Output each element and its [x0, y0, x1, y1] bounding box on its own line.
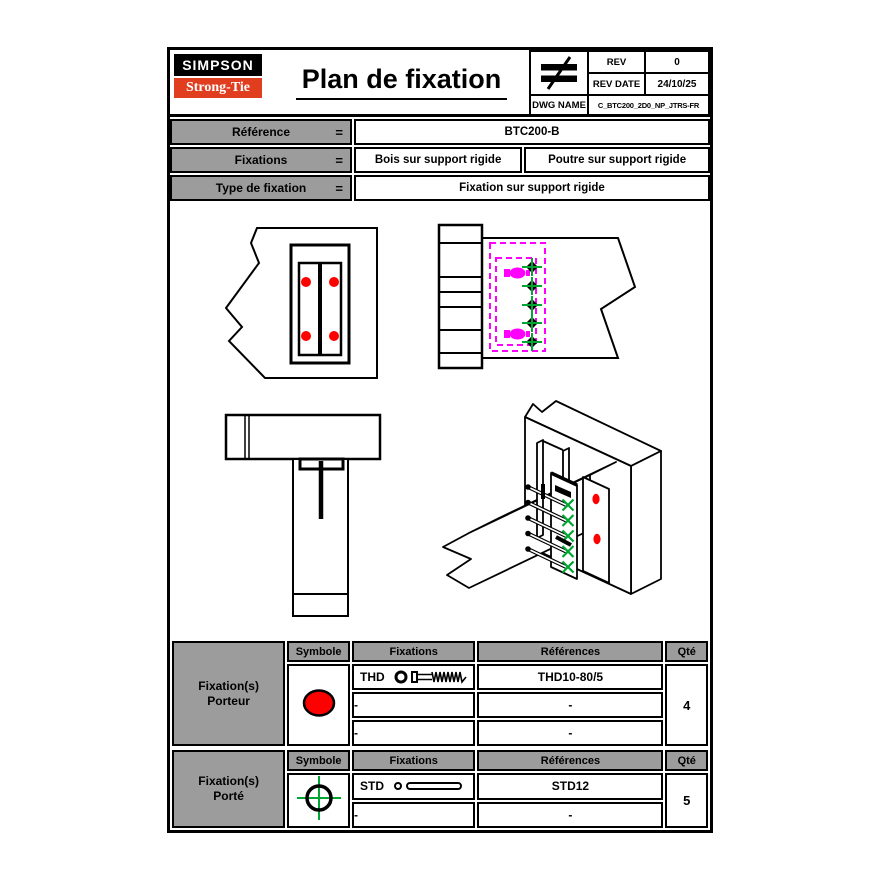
type-value: Fixation sur support rigide: [354, 175, 710, 201]
porteur-qty: 4: [665, 664, 708, 746]
rev-value: 0: [644, 50, 710, 74]
porteur-col-fixations: Fixations: [351, 641, 476, 662]
porteur-fixation-3: -: [351, 720, 476, 746]
fixations-value-left: Bois sur support rigide: [354, 147, 523, 173]
simpson-strongtie-logo: SIMPSON Strong-Tie: [170, 50, 274, 114]
porte-col-qte: Qté: [665, 750, 708, 771]
porte-reference-1: STD12: [477, 773, 664, 800]
porte-col-symbole: Symbole: [287, 750, 350, 771]
porteur-col-references: Références: [477, 641, 664, 662]
porte-group-label: Fixation(s) Porté: [172, 750, 286, 828]
fixations-label-cell: Fixations =: [170, 147, 352, 173]
porte-col-references: Références: [477, 750, 664, 771]
side-section-drawing: [437, 223, 637, 370]
porte-reference-2: -: [477, 801, 664, 828]
porte-symbol-icon: [287, 773, 350, 828]
dwg-name-value: C_BTC200_2D0_NP_JTRS-FR: [587, 94, 710, 117]
logo-strongtie: Strong-Tie: [174, 78, 262, 98]
info-row-fixations: Fixations = Bois sur support rigide Pout…: [170, 147, 710, 173]
dowels: [525, 484, 567, 569]
porteur-table: Fixation(s) Porteur Symbole Fixations Ré…: [170, 639, 710, 748]
porte-fixation-std: STD: [351, 773, 476, 800]
porteur-reference-3: -: [477, 720, 664, 746]
front-view-drawing: [225, 227, 378, 379]
porteur-group-label: Fixation(s) Porteur: [172, 641, 286, 746]
reference-label: Référence: [231, 125, 291, 139]
fixations-label: Fixations: [234, 153, 288, 167]
reference-value: BTC200-B: [354, 119, 710, 145]
equals-sign: =: [335, 152, 343, 168]
porte-qty: 5: [665, 773, 708, 828]
equals-sign: =: [335, 180, 343, 196]
info-row-type: Type de fixation = Fixation sur support …: [170, 175, 710, 201]
type-label: Type de fixation: [215, 181, 307, 195]
pin-icon: [393, 782, 462, 791]
dwg-name-label: DWG NAME: [529, 94, 589, 117]
title-block: SIMPSON Strong-Tie Plan de fixation REV …: [170, 50, 710, 117]
drawing-sheet: SIMPSON Strong-Tie Plan de fixation REV …: [167, 47, 713, 833]
porteur-reference-2: -: [477, 692, 664, 718]
isometric-view-drawing: [442, 400, 662, 595]
logo-simpson: SIMPSON: [174, 54, 262, 76]
dowel-markers: [522, 258, 542, 351]
porteur-col-symbole: Symbole: [287, 641, 350, 662]
porteur-symbol-icon: [287, 664, 350, 746]
porte-fixation-2: -: [351, 801, 476, 828]
reference-label-cell: Référence =: [170, 119, 352, 145]
porte-col-fixations: Fixations: [351, 750, 476, 771]
screw-icon: [394, 670, 467, 684]
rev-date-label: REV DATE: [587, 72, 646, 96]
rev-date-value: 24/10/25: [644, 72, 710, 96]
plan-view-drawing: [224, 413, 382, 617]
page-title: Plan de fixation: [295, 64, 508, 100]
revision-table: REV 0 REV DATE 24/10/25 DWG NAME C_BTC20…: [529, 50, 710, 117]
porteur-fixation-thd: THD: [351, 664, 476, 690]
fixations-value-right: Poutre sur support rigide: [524, 147, 710, 173]
porteur-reference-1: THD10-80/5: [477, 664, 664, 690]
rev-label: REV: [587, 50, 646, 74]
drawing-area: [170, 201, 710, 639]
porte-table: Fixation(s) Porté Symbole Fixations Réfé…: [170, 748, 710, 830]
porteur-fixation-2: -: [351, 692, 476, 718]
equals-sign: =: [335, 124, 343, 140]
type-label-cell: Type de fixation =: [170, 175, 352, 201]
title-area: Plan de fixation: [274, 50, 529, 114]
porteur-col-qte: Qté: [665, 641, 708, 662]
info-row-reference: Référence = BTC200-B: [170, 119, 710, 145]
not-equal-icon: [529, 50, 589, 96]
